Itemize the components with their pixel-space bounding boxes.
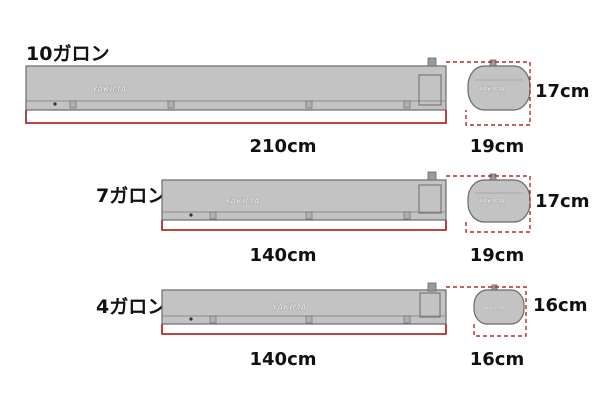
tank-end-view: YAKIMA xyxy=(467,59,531,111)
tank-row-7-gallon: 7ガロン YAKIMA 140cm YAKIMA 17cm 19cm xyxy=(96,171,589,266)
cross-section-dimension-bracket xyxy=(446,61,531,126)
length-dimension-bracket xyxy=(161,220,447,231)
tank-row-4-gallon: 4ガロン YAKIMA 140cm YAKIMA 16cm 16cm xyxy=(96,282,587,370)
length-dimension-bracket xyxy=(25,110,447,124)
width-label: 19cm xyxy=(470,245,524,266)
cross-section-dimension-bracket xyxy=(446,286,527,337)
tank-end-view: YAKIMA xyxy=(473,284,525,325)
brand-logo: YAKIMA xyxy=(479,198,505,205)
height-label: 17cm xyxy=(535,81,589,102)
length-label: 140cm xyxy=(250,245,317,266)
brand-logo: YAKIMA xyxy=(479,86,505,93)
width-label: 19cm xyxy=(470,136,524,157)
brand-logo: YAKIMA xyxy=(482,306,504,312)
capacity-label: 4ガロン xyxy=(96,296,166,318)
brand-logo: YAKIMA xyxy=(225,197,260,206)
width-label: 16cm xyxy=(470,349,524,370)
tank-end-view: YAKIMA xyxy=(467,173,531,223)
brand-logo: YAKIMA xyxy=(92,85,127,94)
tank-side-view: YAKIMA xyxy=(161,171,447,221)
length-label: 210cm xyxy=(250,136,317,157)
length-label: 140cm xyxy=(250,349,317,370)
height-label: 16cm xyxy=(533,295,587,316)
cross-section-dimension-bracket xyxy=(446,175,531,233)
height-label: 17cm xyxy=(535,191,589,212)
tank-side-view: YAKIMA xyxy=(25,57,447,111)
tank-side-view: YAKIMA xyxy=(161,282,447,325)
capacity-label: 10ガロン xyxy=(26,43,109,65)
capacity-label: 7ガロン xyxy=(96,185,166,207)
tank-row-10-gallon: 10ガロン YAKIMA 210cm YAKIMA 17cm 19c xyxy=(25,43,589,157)
length-dimension-bracket xyxy=(161,324,447,335)
brand-logo: YAKIMA xyxy=(272,303,307,312)
